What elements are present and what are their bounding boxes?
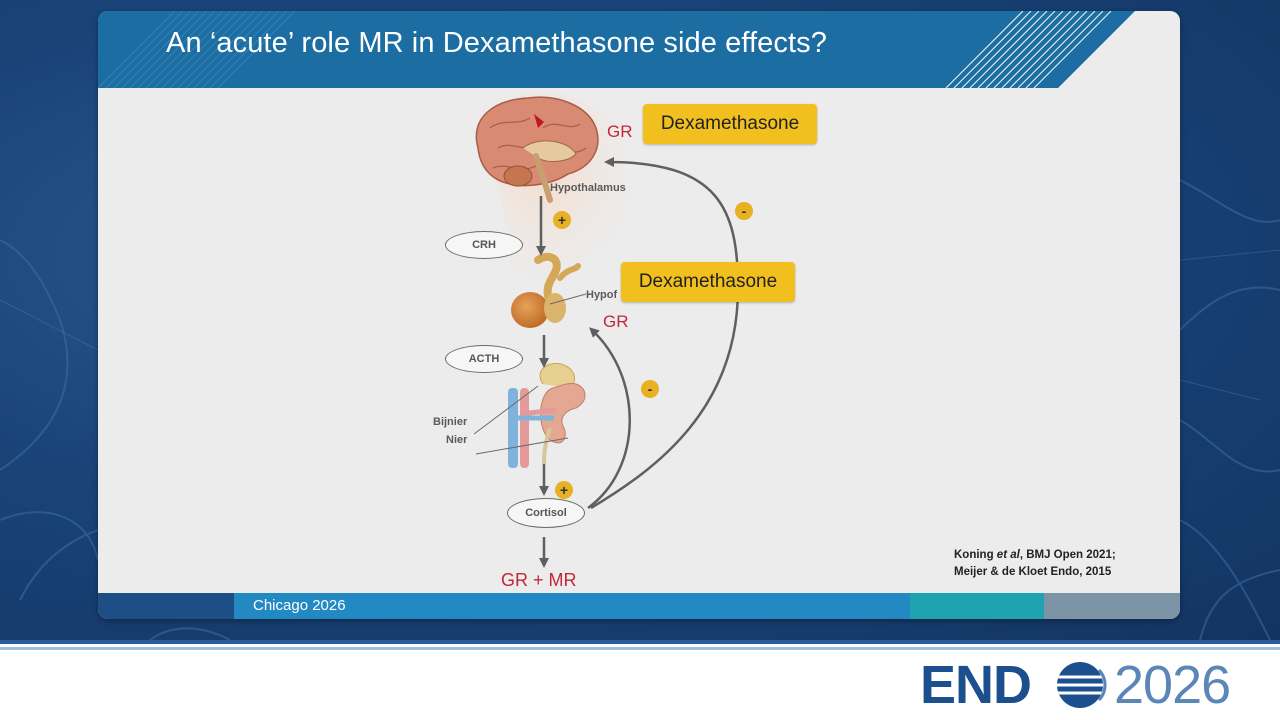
gr-label-pituitary: GR bbox=[603, 312, 629, 331]
bottom-stripe-dark bbox=[0, 640, 1280, 644]
slide-panel: An ‘acute’ role MR in Dexamethasone side… bbox=[98, 11, 1180, 619]
kidney-label: Nier bbox=[446, 434, 468, 446]
brain-illustration bbox=[475, 96, 599, 203]
gr-label-hypothalamus: GR bbox=[607, 122, 633, 141]
adrenal-label: Bijnier bbox=[433, 416, 468, 428]
neuron-background-art bbox=[0, 179, 1280, 640]
plus-badge-crh: + bbox=[553, 211, 571, 229]
hypothalamus-label: Hypothalamus bbox=[550, 182, 626, 194]
reference-line-1: Koning et al, BMJ Open 2021; bbox=[954, 549, 1116, 561]
bottom-stripe-light bbox=[0, 647, 1280, 650]
hpa-axis-diagram: Hypothalamus Hypof Bijnier Nier CRH ACTH… bbox=[98, 88, 1180, 593]
endo-logo: END 2026 bbox=[920, 655, 1270, 715]
title-bar: An ‘acute’ role MR in Dexamethasone side… bbox=[98, 11, 1180, 88]
bottom-stripe-white bbox=[0, 644, 1280, 647]
footer-location: Chicago 2026 bbox=[253, 597, 346, 614]
feedback-arrow-to-pituitary bbox=[587, 327, 631, 510]
pituitary-label: Hypof bbox=[586, 289, 618, 301]
cascade-arrows bbox=[536, 196, 549, 568]
footer-segment-teal bbox=[910, 593, 1044, 619]
dexamethasone-box-top: Dexamethasone bbox=[643, 104, 817, 144]
minus-badge-pituitary: - bbox=[641, 380, 659, 398]
footer-segment-blue bbox=[234, 593, 910, 619]
footer-segment-navy bbox=[98, 593, 234, 619]
reference-line-2: Meijer & de Kloet Endo, 2015 bbox=[954, 566, 1112, 578]
pituitary-illustration bbox=[511, 252, 587, 328]
logo-brand-text: END bbox=[920, 655, 1032, 715]
plus-badge-cortisol: + bbox=[555, 481, 573, 499]
globe-icon bbox=[1057, 662, 1107, 708]
title-bar-hatching bbox=[98, 11, 1180, 88]
receptors-label: GR + MR bbox=[501, 570, 577, 590]
cortisol-ellipse: Cortisol bbox=[507, 498, 585, 528]
crh-ellipse: CRH bbox=[445, 231, 523, 259]
dexamethasone-box-mid: Dexamethasone bbox=[621, 262, 795, 302]
acth-ellipse: ACTH bbox=[445, 345, 523, 373]
references: Koning et al, BMJ Open 2021; Meijer & de… bbox=[954, 547, 1116, 581]
minus-badge-hypothalamus: - bbox=[735, 202, 753, 220]
diagram-drawing bbox=[473, 91, 740, 568]
footer-segment-grey bbox=[1044, 593, 1180, 619]
slide-title: An ‘acute’ role MR in Dexamethasone side… bbox=[166, 27, 827, 59]
logo-year-text: 2026 bbox=[1114, 655, 1231, 715]
kidney-illustration bbox=[473, 362, 586, 468]
